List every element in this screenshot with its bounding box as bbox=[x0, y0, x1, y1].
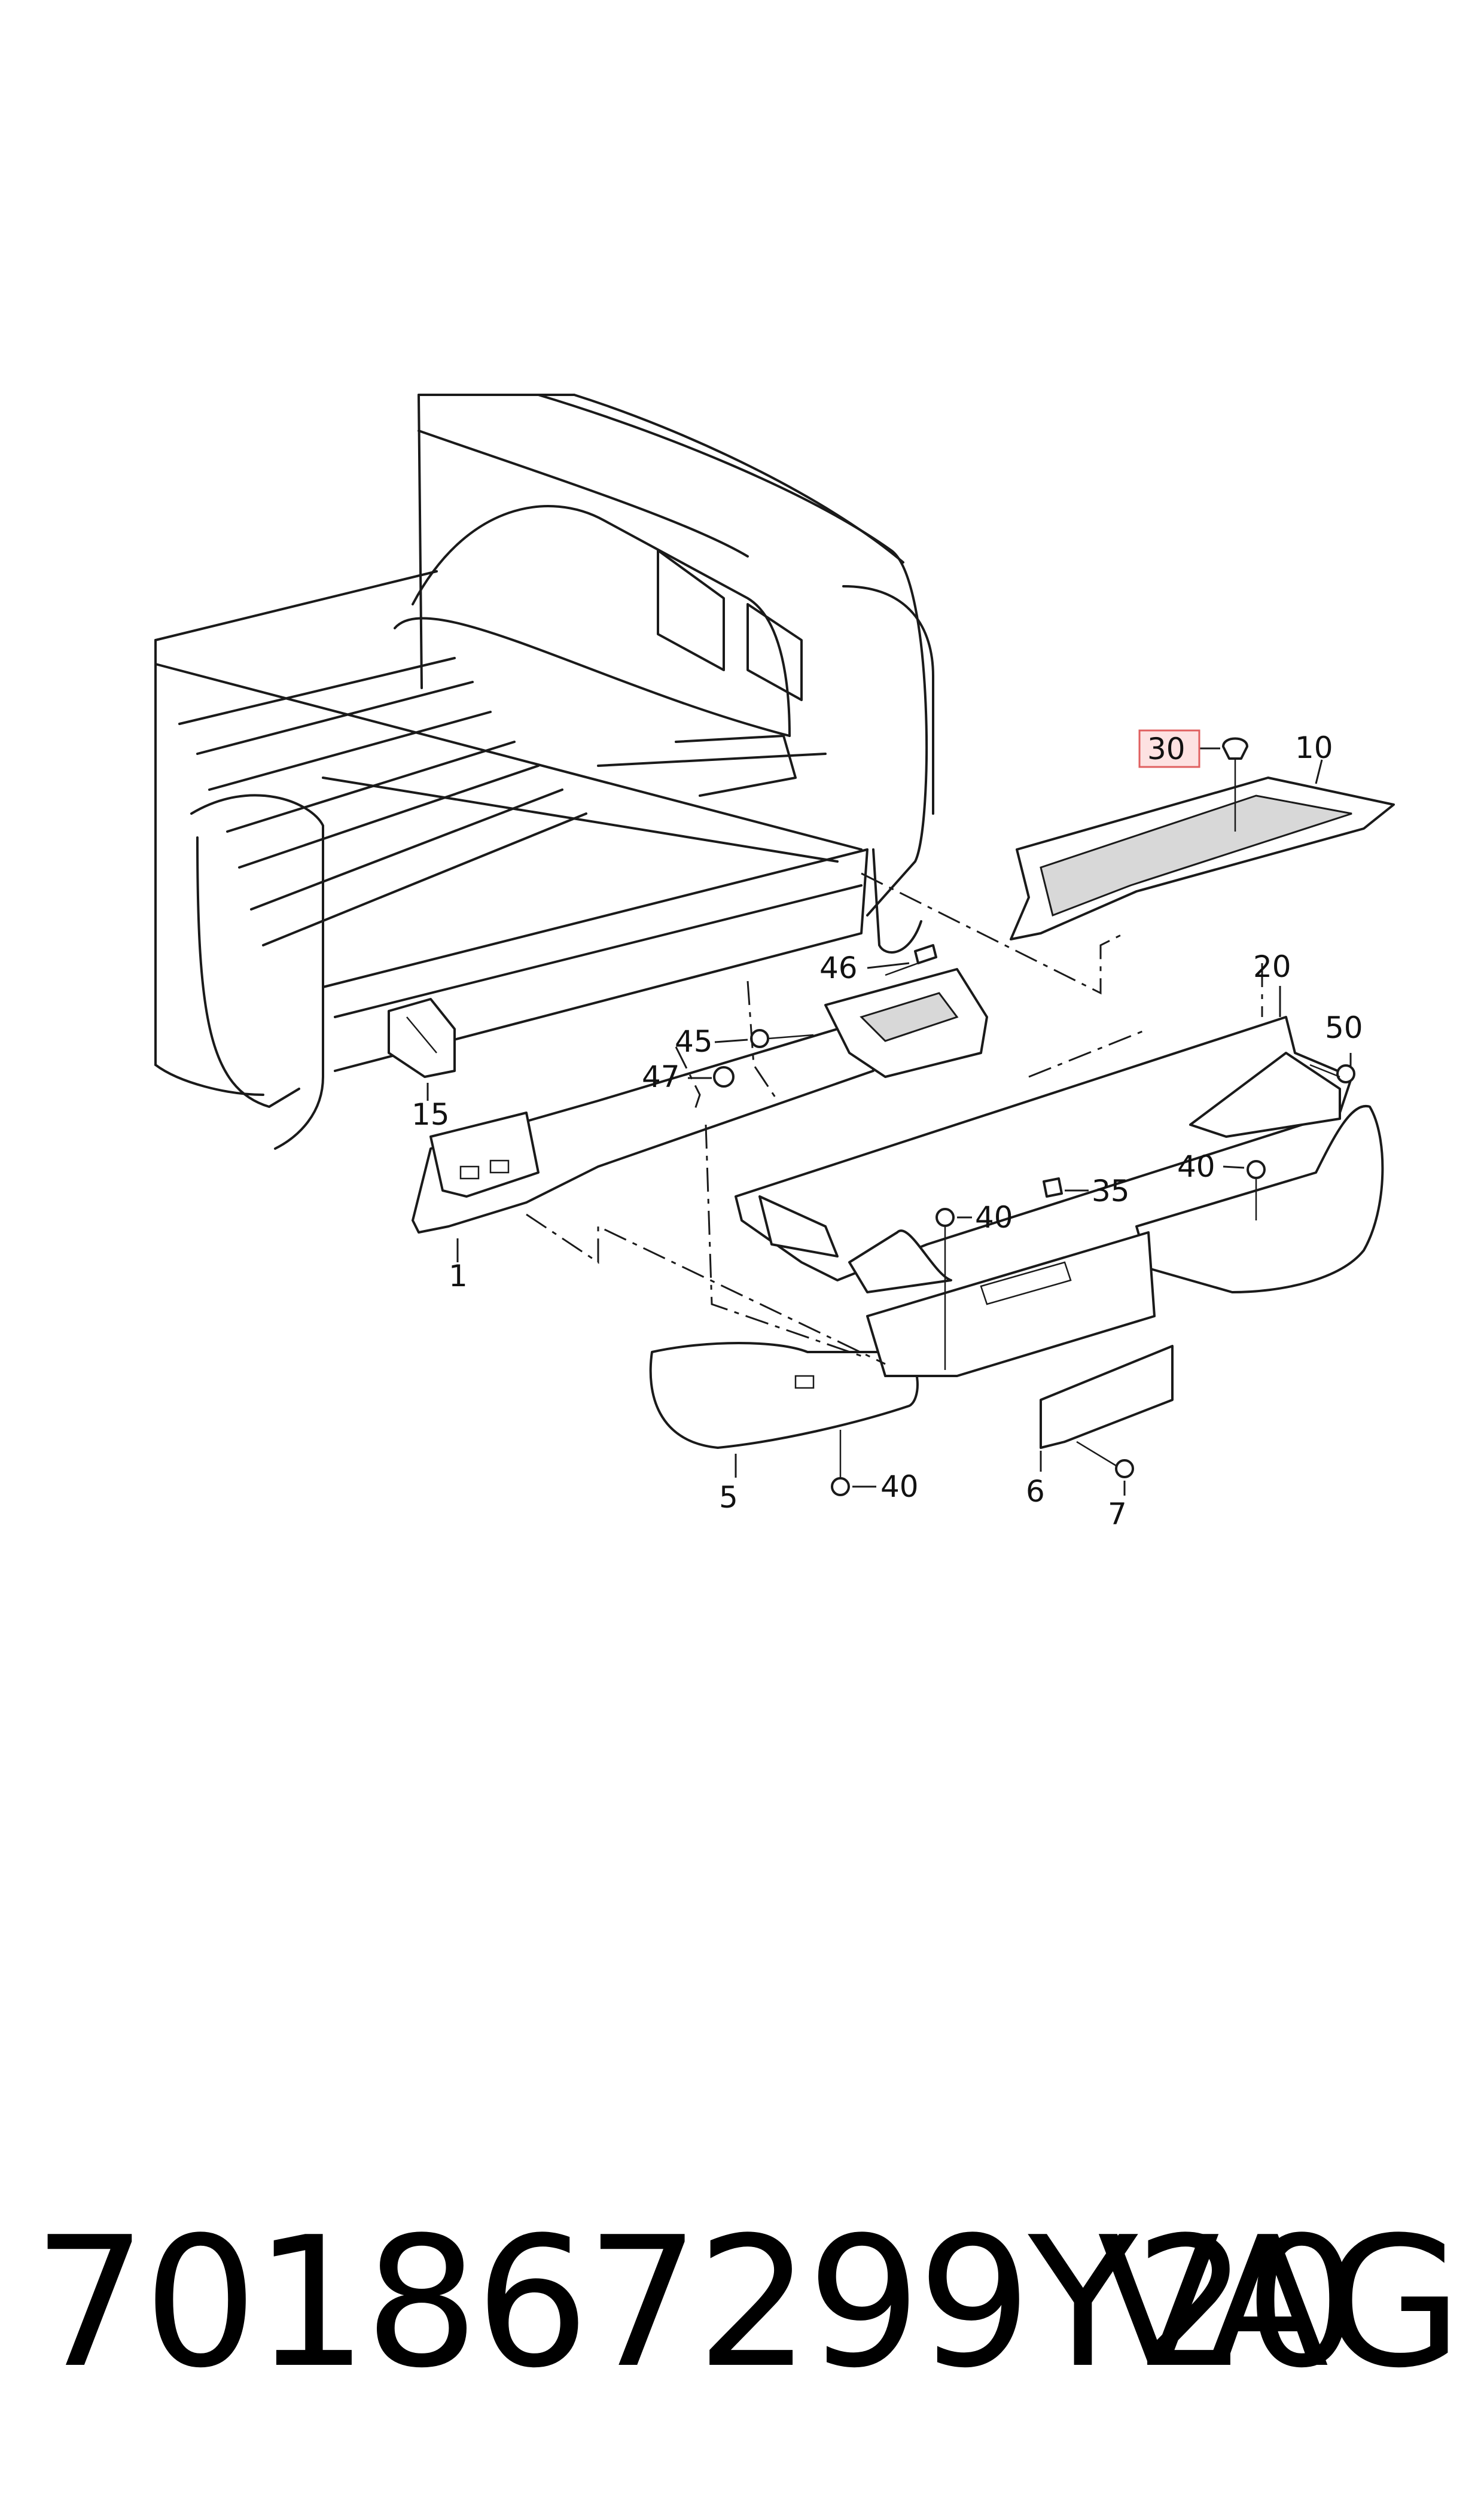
callout-5[interactable]: 5 bbox=[719, 1480, 738, 1515]
callout-15[interactable]: 15 bbox=[412, 1097, 450, 1132]
callout-47[interactable]: 47 bbox=[642, 1059, 680, 1094]
callout-7[interactable]: 7 bbox=[1108, 1497, 1127, 1531]
callout-45[interactable]: 45 bbox=[675, 1024, 713, 1059]
clip-35 bbox=[1043, 1177, 1063, 1198]
callout-40-c[interactable]: 40 bbox=[880, 1469, 919, 1504]
part-5-bumper-cap bbox=[649, 1342, 919, 1449]
screw-7 bbox=[1076, 1441, 1134, 1478]
callout-1[interactable]: 1 bbox=[449, 1259, 468, 1293]
callout-35[interactable]: 35 bbox=[1092, 1174, 1130, 1208]
leader-lines bbox=[426, 747, 1352, 1496]
nut-47 bbox=[713, 1066, 735, 1088]
callout-6[interactable]: 6 bbox=[1026, 1474, 1045, 1509]
callout-46[interactable]: 46 bbox=[819, 951, 858, 985]
highlight-box-30 bbox=[1138, 729, 1200, 768]
callout-10[interactable]: 10 bbox=[1295, 730, 1333, 765]
bolt-40-c bbox=[831, 1430, 850, 1496]
fastener-30 bbox=[1222, 737, 1248, 832]
brand-label: VAG bbox=[1097, 2199, 1462, 2407]
callout-labels: 30 10 46 20 50 45 47 15 40 35 40 1 40 5 … bbox=[412, 730, 1363, 1531]
part-10-step-pad bbox=[1010, 777, 1395, 940]
part-6-plate bbox=[1040, 1345, 1174, 1449]
part-number: 701867299Y20 bbox=[33, 2199, 1359, 2407]
bolt-40-a bbox=[1247, 1160, 1266, 1220]
callout-50[interactable]: 50 bbox=[1325, 1010, 1363, 1045]
callout-40-b[interactable]: 40 bbox=[975, 1200, 1013, 1235]
part-15-bracket bbox=[388, 998, 456, 1078]
truck-bed bbox=[154, 394, 934, 1150]
part-20-bumper-beam bbox=[735, 1016, 1353, 1293]
callout-40-a[interactable]: 40 bbox=[1177, 1149, 1215, 1184]
bolt-40-b bbox=[936, 1208, 955, 1370]
callout-20[interactable]: 20 bbox=[1253, 949, 1291, 984]
part-1-frame bbox=[412, 968, 988, 1234]
part-bumper-right-cap bbox=[866, 1104, 1384, 1377]
callout-30[interactable]: 30 bbox=[1147, 732, 1186, 766]
assembly-guide-lines bbox=[526, 872, 1263, 1365]
bolt-46 bbox=[885, 944, 937, 976]
bolt-50 bbox=[1309, 1064, 1355, 1083]
